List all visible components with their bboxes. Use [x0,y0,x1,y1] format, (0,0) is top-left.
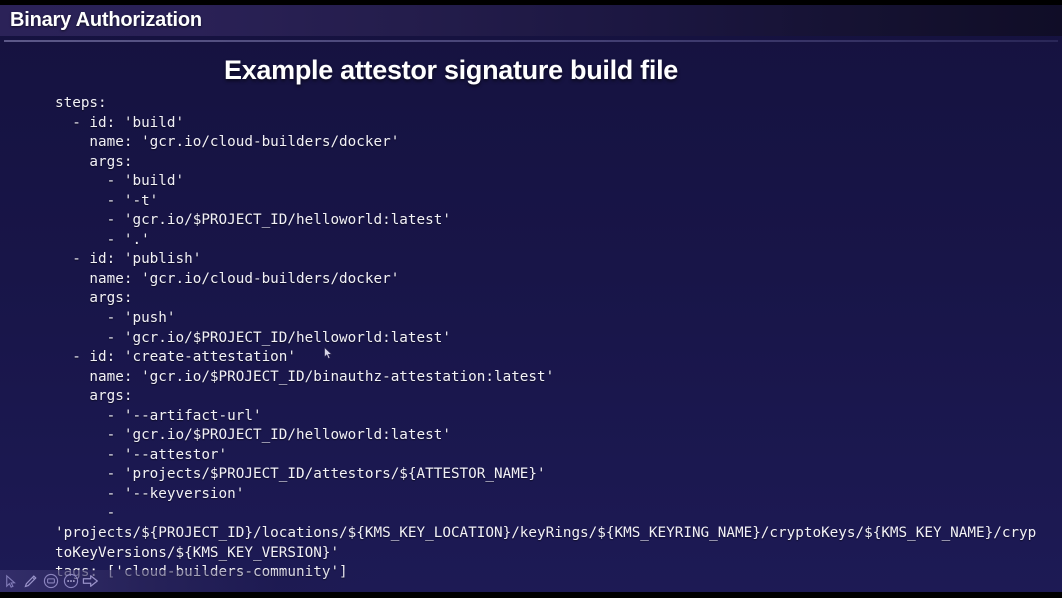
pen-icon[interactable] [21,572,40,591]
code-line: - 'gcr.io/$PROJECT_ID/helloworld:latest' [55,212,451,229]
header-divider [4,40,1058,42]
code-line: - '.' [55,231,150,248]
code-block: steps: - id: 'build' name: 'gcr.io/cloud… [55,94,1040,583]
highlighter-icon[interactable] [41,572,60,591]
code-line: - 'projects/$PROJECT_ID/attestors/${ATTE… [55,466,546,483]
code-line: - [55,505,124,522]
code-line: args: [55,388,133,405]
code-line: name: 'gcr.io/$PROJECT_ID/binauthz-attes… [55,368,555,385]
code-line: - 'gcr.io/$PROJECT_ID/helloworld:latest' [55,427,451,444]
code-line: - '--artifact-url' [55,407,262,424]
code-line: name: 'gcr.io/cloud-builders/docker' [55,270,400,287]
slide-title: Example attestor signature build file [223,55,678,85]
presentation-toolbar[interactable] [0,570,1062,592]
code-line-wrapped: 'projects/${PROJECT_ID}/locations/${KMS_… [55,525,1037,561]
code-line: - 'push' [55,310,176,327]
code-line: - '--keyversion' [55,485,245,502]
code-line: steps: [55,95,107,111]
pointer-icon[interactable] [1,572,20,591]
code-line: name: 'gcr.io/cloud-builders/docker' [55,134,400,151]
code-line: - 'build' [55,173,185,190]
header-bar [0,5,1062,36]
code-line: - 'gcr.io/$PROJECT_ID/helloworld:latest' [55,329,451,346]
code-line: - id: 'publish' [55,251,202,268]
bottom-black-strip [0,592,1062,598]
top-black-strip [0,0,1062,5]
code-line: - '--attestor' [55,446,228,463]
code-line: - id: 'build' [55,114,185,131]
code-line: - id: 'create-attestation' [55,349,297,366]
code-line: args: [55,290,133,307]
next-slide-arrow-icon[interactable] [81,572,100,591]
more-options-icon[interactable] [61,572,80,591]
header-title: Binary Authorization [10,9,202,31]
code-line: - '-t' [55,192,159,209]
code-line: args: [55,153,133,170]
